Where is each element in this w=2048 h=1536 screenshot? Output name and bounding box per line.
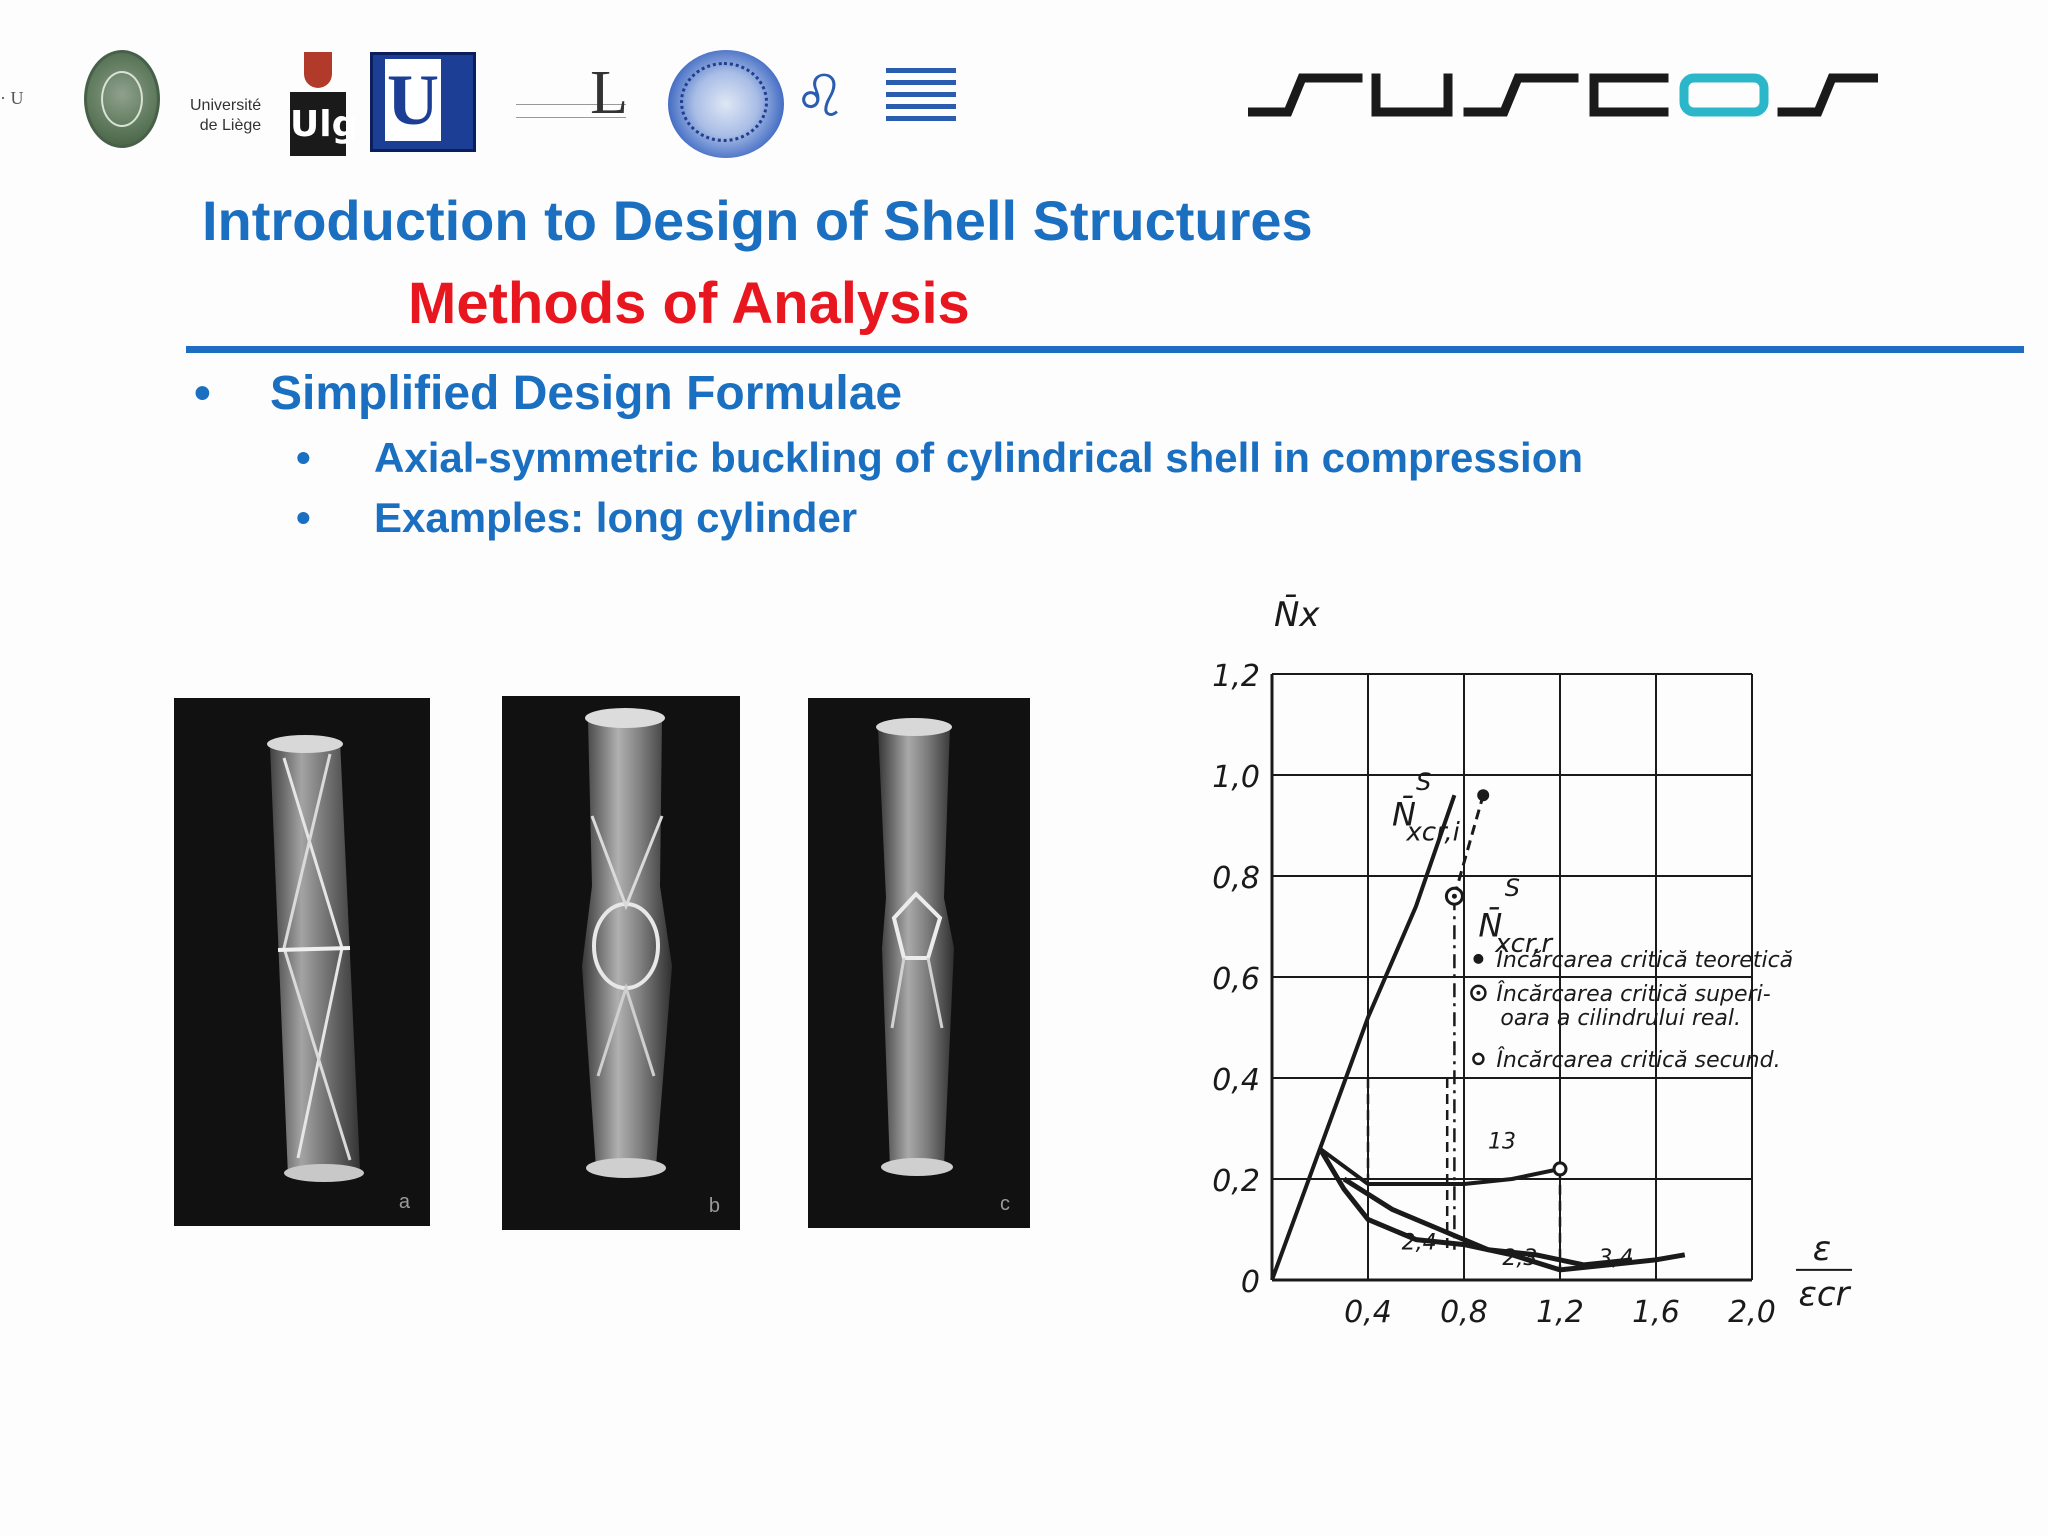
- curve-label: 2,3: [1502, 1246, 1537, 1271]
- legend-marker-small-circle: [1472, 1052, 1485, 1066]
- bullet-text: Simplified Design Formulae: [270, 367, 903, 420]
- utb-logo: U: [370, 52, 476, 152]
- y-tick-label: 0,6: [1212, 962, 1260, 997]
- y-axis-label: N̄x: [1274, 594, 1320, 635]
- czech-technical-university-logo: ♌: [794, 62, 956, 132]
- annotation-ncr-i-base: N̄: [1392, 795, 1416, 834]
- legend-marker-circled-dot-center: [1476, 990, 1481, 995]
- legend-entry-text: Încărcarea critică superi-: [1496, 981, 1770, 1007]
- x-tick-label: 0,8: [1440, 1295, 1488, 1330]
- curve-label: 2,4: [1402, 1231, 1437, 1256]
- ulg-logo-text: Université de Liège: [190, 96, 261, 136]
- bullet-marker: •: [194, 367, 211, 420]
- y-tick-label: 0: [1241, 1265, 1260, 1300]
- utb-logo-letter: U: [385, 59, 441, 141]
- curve-label: 13: [1488, 1130, 1516, 1155]
- cylinder-photo-b: b: [502, 696, 740, 1230]
- cylinder-photo-c: c: [808, 698, 1030, 1228]
- x-tick-label: 0,4: [1344, 1295, 1392, 1330]
- legend-entry-text-line2: oara a cilindrului real.: [1500, 1006, 1741, 1031]
- ulg-text-line2: de Liège: [199, 117, 262, 134]
- annotation-ncr-r-sup: S: [1505, 874, 1520, 902]
- legend-entry-text: Încărcarea critică teoretică: [1496, 947, 1793, 973]
- bullet-level1: • Simplified Design Formulae: [194, 366, 902, 421]
- x-tick-label: 1,6: [1632, 1295, 1680, 1330]
- curve-label: 3,4: [1598, 1246, 1633, 1271]
- chart-series-line: [1318, 1147, 1561, 1186]
- bullet-level2-item: • Examples: long cylinder: [296, 494, 857, 542]
- y-tick-label: 0,8: [1212, 861, 1260, 896]
- ulg-logo-letters: Ulg: [290, 104, 358, 145]
- lion-icon: ♌: [794, 64, 846, 129]
- theoretical-critical-point: [1477, 789, 1490, 802]
- annotation-ncr-i-sub: xcr,i: [1405, 818, 1460, 848]
- suscos-logo: [1248, 73, 1878, 117]
- bullet-level2-item: • Axial-symmetric buckling of cylindrica…: [296, 434, 1583, 482]
- slide-title: Introduction to Design of Shell Structur…: [202, 189, 1313, 252]
- university-seal-logo: [84, 50, 160, 148]
- legend-marker-filled-dot: [1473, 953, 1484, 964]
- bullet-text: Examples: long cylinder: [374, 494, 858, 541]
- bullet-marker: •: [296, 494, 311, 541]
- chart-series-line: [1270, 794, 1457, 1281]
- legend-entry-text: Încărcarea critică secund.: [1496, 1047, 1780, 1073]
- left-logo-mark: · U: [0, 88, 24, 108]
- annotation-ncr-r-sub: xcr,r: [1494, 929, 1554, 959]
- x-tick-label: 2,0: [1728, 1295, 1776, 1330]
- secondary-critical-point: [1552, 1161, 1568, 1177]
- annotation-ncr-i-sup: S: [1416, 768, 1431, 796]
- y-tick-label: 0,2: [1212, 1164, 1260, 1199]
- ulg-text-line1: Université: [190, 97, 262, 114]
- photo-label-c: c: [1000, 1193, 1010, 1215]
- annotation-ncr-r-base: N̄: [1478, 906, 1502, 945]
- dashed-line-to-theoretical: [1452, 794, 1485, 897]
- cylinder-photo-a: a: [174, 698, 430, 1226]
- buckling-chart: 0 0,2 0,4 0,6 0,8 1,0 1,2 0,4 0,8 1,2 1,6 2,0 N̄x ε εc…: [1200, 580, 1900, 1340]
- photo-label-a: a: [398, 1191, 410, 1213]
- bullet-marker: •: [296, 434, 311, 481]
- buckling-chart-svg: 0 0,2 0,4 0,6 0,8 1,0 1,2 0,4 0,8 1,2 1,6 2,0 N̄x ε εc…: [1212, 594, 1852, 1330]
- upper-real-critical-point-center: [1451, 893, 1457, 899]
- chart-series-line: [1342, 1176, 1633, 1268]
- naples-seal-logo: [668, 50, 784, 158]
- lulea-logo: L: [516, 58, 636, 128]
- photo-label-b: b: [708, 1195, 720, 1217]
- bullet-text: Axial-symmetric buckling of cylindrical …: [374, 434, 1584, 481]
- x-axis-label-denominator: εcr: [1798, 1274, 1851, 1314]
- ulg-logo: Ulg: [290, 52, 357, 156]
- x-tick-label: 1,2: [1536, 1295, 1584, 1330]
- slide-subtitle: Methods of Analysis: [408, 271, 970, 336]
- y-tick-label: 1,0: [1212, 760, 1260, 795]
- y-tick-label: 1,2: [1212, 659, 1260, 694]
- ulg-crest-icon: [304, 52, 332, 88]
- x-axis-label-numerator: ε: [1813, 1229, 1831, 1269]
- title-divider: [186, 346, 2024, 353]
- y-tick-label: 0,4: [1212, 1063, 1260, 1098]
